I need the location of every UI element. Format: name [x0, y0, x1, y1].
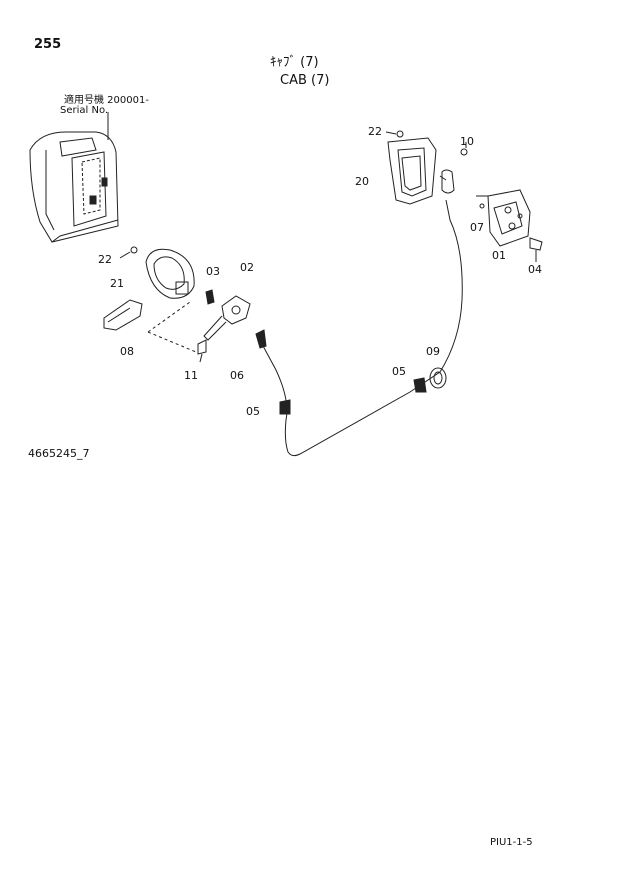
- callout-20: 20: [355, 175, 369, 188]
- serial-label-english: Serial No.: [60, 105, 109, 116]
- callout-05-left: 05: [246, 405, 260, 418]
- inner-handle-assembly: [103, 246, 197, 353]
- page-footer-code: PIU1-1-5: [490, 837, 533, 848]
- callout-04: 04: [528, 263, 542, 276]
- grommet-part-09: [429, 367, 447, 389]
- callout-21: 21: [110, 277, 124, 290]
- title-japanese: ｷｬﾌﾞ (7): [270, 55, 319, 70]
- cab-thumbnail: [29, 112, 119, 243]
- callout-01: 01: [492, 249, 506, 262]
- callout-11: 11: [184, 369, 198, 382]
- callout-06: 06: [230, 369, 244, 382]
- callout-03: 03: [206, 265, 220, 278]
- page-number: 255: [34, 37, 62, 52]
- callout-22-left: 22: [98, 253, 112, 266]
- title-english: CAB (7): [280, 73, 330, 88]
- door-lock-assembly: [439, 142, 543, 262]
- callout-09: 09: [426, 345, 440, 358]
- release-lever-assembly: [197, 289, 251, 363]
- release-cable: [255, 199, 463, 457]
- callout-08: 08: [120, 345, 134, 358]
- drawing-reference: 4665245_7: [28, 447, 90, 460]
- callout-22-top: 22: [368, 125, 382, 138]
- serial-label-japanese: 適用号機 200001-: [64, 95, 149, 106]
- callout-02: 02: [240, 261, 254, 274]
- callout-10: 10: [460, 135, 474, 148]
- bracket-part-20: [385, 130, 437, 205]
- callout-07: 07: [470, 221, 484, 234]
- callout-05-right: 05: [392, 365, 406, 378]
